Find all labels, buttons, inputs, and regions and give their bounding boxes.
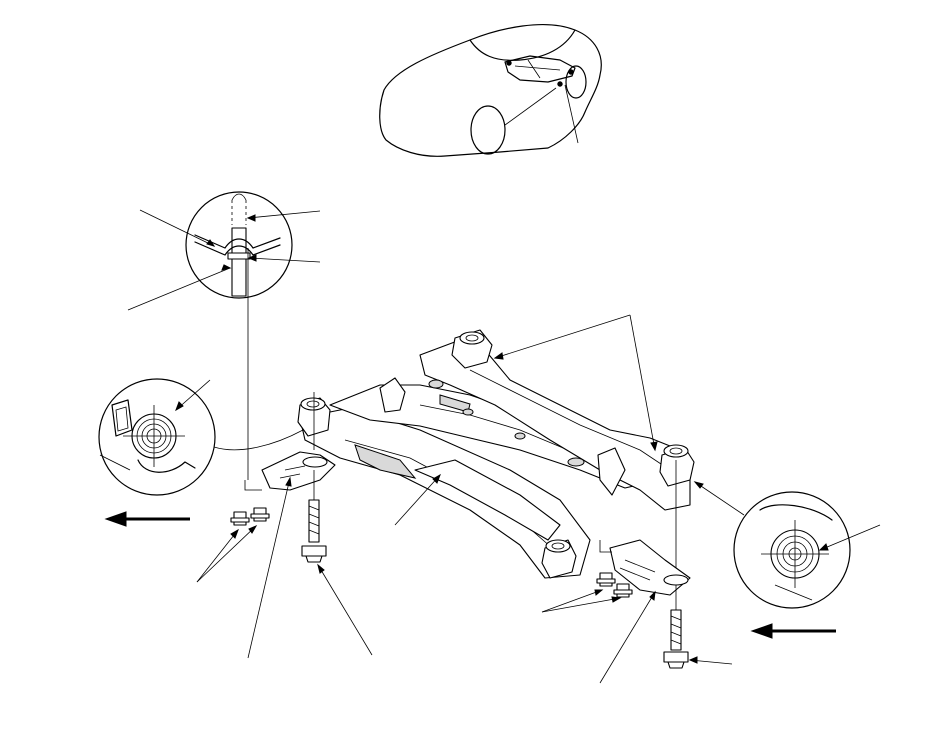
bolt-icon	[301, 470, 327, 563]
direction-arrow-left-icon	[104, 511, 190, 527]
stiffener-plate-right	[541, 460, 733, 684]
mounting-bolt-detail-icon	[127, 191, 321, 311]
small-bolt-icon	[596, 572, 633, 598]
vehicle-outline-icon	[379, 24, 602, 157]
bolt-icon	[663, 585, 689, 669]
rear-subframe-icon	[297, 314, 695, 579]
mount-bottom	[541, 539, 577, 579]
mount-top-left	[451, 329, 493, 369]
bushing-detail-right	[693, 481, 881, 609]
mount-right	[659, 444, 695, 487]
direction-arrow-right-icon	[750, 623, 836, 639]
bushing-detail-left	[98, 378, 304, 496]
stiffener-plate-left	[196, 248, 373, 659]
small-bolt-icon	[230, 507, 270, 526]
